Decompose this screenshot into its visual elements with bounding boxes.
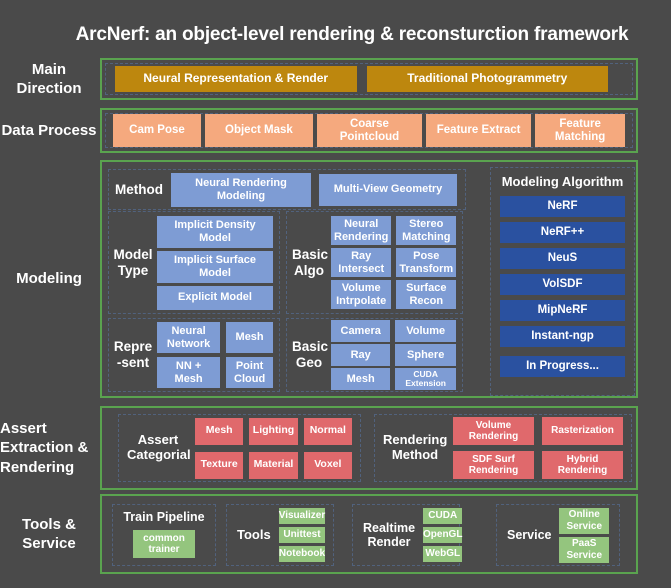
box-camera: Camera xyxy=(331,320,391,342)
box-ray-intersect: Ray Intersect xyxy=(331,248,392,277)
box-webgl: WebGL xyxy=(423,546,463,562)
box-mipnerf: MipNeRF xyxy=(500,300,625,321)
box-lighting: Lighting xyxy=(249,417,298,445)
box-visualizer: Visualizer xyxy=(278,508,326,524)
group-service-label: Service xyxy=(507,527,552,542)
represent-label-line1: Repre xyxy=(113,339,153,355)
section-data-process: Cam Pose Object Mask Coarse Pointcloud F… xyxy=(100,108,638,153)
box-nn-plus-mesh: NN + Mesh xyxy=(157,357,221,388)
box-cuda: CUDA xyxy=(423,508,463,524)
box-feature-extract: Feature Extract xyxy=(426,114,532,147)
box-instant-ngp: Instant-ngp xyxy=(500,326,625,347)
group-realtime-render: Realtime Render CUDA OpenGL WebGL xyxy=(352,504,463,566)
diagram-title: ArcNerf: an object-level rendering & rec… xyxy=(75,24,629,45)
box-assert-mesh: Mesh xyxy=(195,417,244,445)
box-common-trainer: common trainer xyxy=(133,530,195,558)
group-rendering-method: Rendering Method Volume Rendering Raster… xyxy=(374,414,632,482)
section-tools-service: Train Pipeline common trainer Tools Visu… xyxy=(100,494,638,574)
group-service: Service Online Service PaaS Service xyxy=(496,504,620,566)
box-cuda-extension: CUDA Extension xyxy=(395,368,456,390)
box-in-progress: In Progress... xyxy=(500,356,625,377)
group-tools-label: Tools xyxy=(237,526,271,542)
box-neural-rendering: Neural Rendering xyxy=(331,216,392,245)
box-paas-service: PaaS Service xyxy=(559,536,609,563)
box-point-cloud: Point Cloud xyxy=(226,357,273,388)
group-realtime-render-label: Realtime Render xyxy=(363,520,416,549)
group-train-pipeline-label: Train Pipeline xyxy=(123,510,205,524)
data-process-inner: Cam Pose Object Mask Coarse Pointcloud F… xyxy=(105,113,633,148)
group-modeling-algorithm: Modeling Algorithm NeRF NeRF++ NeuS VolS… xyxy=(490,167,635,396)
represent-label-line2: -sent xyxy=(116,355,150,370)
group-represent-label: Repre -sent xyxy=(113,339,153,370)
box-object-mask: Object Mask xyxy=(204,114,313,147)
box-hybrid-rendering: Hybrid Rendering xyxy=(542,451,623,479)
group-represent: Repre -sent Neural Network Mesh NN + Mes… xyxy=(108,318,280,392)
box-stereo-matching: Stereo Matching xyxy=(396,216,457,245)
box-neural-network: Neural Network xyxy=(157,322,221,353)
box-mesh-geo: Mesh xyxy=(331,368,391,390)
box-notebook: Notebook xyxy=(278,546,326,562)
box-implicit-density-model: Implicit Density Model xyxy=(157,215,273,248)
section-main-direction: Neural Representation & Render Tradition… xyxy=(100,58,638,100)
group-assert-categorial-label: Assert Categorial xyxy=(127,432,191,462)
box-sphere: Sphere xyxy=(395,344,456,366)
group-basic-geo: Basic Geo Camera Volume Ray Sphere Mesh … xyxy=(286,318,463,392)
side-label-modeling: Modeling xyxy=(16,270,82,288)
box-voxel: Voxel xyxy=(303,451,352,479)
box-volume: Volume xyxy=(395,320,456,342)
side-label-main-direction: Main Direction xyxy=(16,60,82,98)
box-cam-pose: Cam Pose xyxy=(113,114,201,147)
group-basic-algo-label: Basic Algo xyxy=(292,246,329,278)
box-neus: NeuS xyxy=(500,248,625,269)
box-pose-transform: Pose Transform xyxy=(396,248,457,277)
main-direction-inner: Neural Representation & Render Tradition… xyxy=(105,63,633,95)
group-basic-geo-label: Basic Geo xyxy=(292,339,329,370)
box-normal: Normal xyxy=(303,417,352,445)
box-explicit-model: Explicit Model xyxy=(157,285,273,310)
section-assert: Assert Categorial Mesh Lighting Normal T… xyxy=(100,406,638,490)
group-rendering-method-label: Rendering Method xyxy=(383,432,448,462)
box-nerfpp: NeRF++ xyxy=(500,222,625,243)
box-implicit-surface-model: Implicit Surface Model xyxy=(157,250,273,283)
box-ray: Ray xyxy=(331,344,391,366)
group-tools: Tools Visualizer Unittest Notebook xyxy=(226,504,334,566)
group-method: Method Neural Rendering Modeling Multi-V… xyxy=(108,169,466,210)
box-traditional-photogrammetry: Traditional Photogrammetry xyxy=(366,66,608,92)
section-modeling: Method Neural Rendering Modeling Multi-V… xyxy=(100,160,638,398)
group-method-label: Method xyxy=(115,181,163,197)
group-model-type: Model Type Implicit Density Model Implic… xyxy=(108,211,280,314)
box-mesh-represent: Mesh xyxy=(226,322,273,353)
side-label-tools-service: Tools & Service xyxy=(22,515,76,553)
box-sdf-surf-rendering: SDF Surf Rendering xyxy=(453,451,534,479)
group-train-pipeline: Train Pipeline common trainer xyxy=(112,504,216,566)
group-model-type-label: Model Type xyxy=(113,246,153,278)
box-coarse-pointcloud: Coarse Pointcloud xyxy=(316,114,423,147)
box-material: Material xyxy=(249,451,298,479)
box-neural-representation-render: Neural Representation & Render xyxy=(115,66,357,92)
box-multi-view-geometry: Multi-View Geometry xyxy=(319,173,457,206)
box-opengl: OpenGL xyxy=(423,527,463,543)
modeling-algorithm-title: Modeling Algorithm xyxy=(501,174,624,189)
box-unittest: Unittest xyxy=(278,527,326,543)
box-nerf: NeRF xyxy=(500,196,625,217)
box-volume-intrpolate: Volume Intrpolate xyxy=(331,280,392,309)
box-online-service: Online Service xyxy=(559,507,609,534)
box-neural-rendering-modeling: Neural Rendering Modeling xyxy=(171,172,311,207)
side-label-assert: Assert Extraction & Rendering xyxy=(0,419,89,476)
box-texture: Texture xyxy=(195,451,244,479)
box-volsdf: VolSDF xyxy=(500,274,625,295)
box-volume-rendering: Volume Rendering xyxy=(453,417,534,445)
box-feature-matching: Feature Matching xyxy=(535,114,625,147)
side-label-data-process: Data Process xyxy=(1,121,97,139)
group-basic-algo: Basic Algo Neural Rendering Stereo Match… xyxy=(286,211,463,314)
group-assert-categorial: Assert Categorial Mesh Lighting Normal T… xyxy=(118,414,361,482)
box-surface-recon: Surface Recon xyxy=(396,280,457,309)
box-rasterization: Rasterization xyxy=(542,417,623,445)
